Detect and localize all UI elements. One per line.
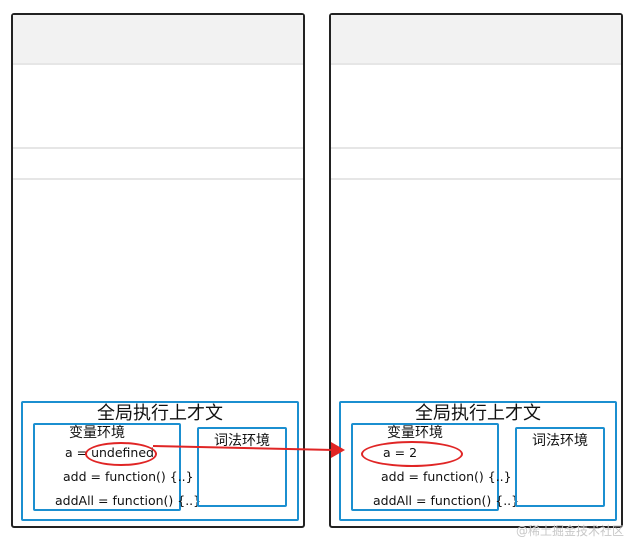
lexical-environment-title: 词法环境 (214, 433, 270, 449)
watermark: @稀土掘金技术社区 (515, 524, 624, 538)
context-title: 全局执行上才文 (97, 403, 223, 424)
variable-environment: 变量环境 a = 2 add = function() {..} addAll … (351, 423, 519, 511)
stack-top-band (331, 15, 621, 65)
lexical-environment: 词法环境 (197, 427, 287, 507)
highlight-oval (85, 442, 157, 466)
var-add: add = function() {..} (63, 469, 194, 484)
call-stack-before: 全局执行上才文 变量环境 a = undefined add = functio… (11, 13, 305, 528)
var-addAll: addAll = function() {..} (55, 493, 202, 508)
call-stack-after: 全局执行上才文 变量环境 a = 2 add = function() {..}… (329, 13, 623, 528)
variable-environment-title: 变量环境 (387, 425, 443, 441)
var-addAll: addAll = function() {..} (373, 493, 520, 508)
global-execution-context: 全局执行上才文 变量环境 a = 2 add = function() {..}… (339, 401, 617, 521)
variable-environment: 变量环境 a = undefined add = function() {..}… (33, 423, 201, 511)
stack-divider (331, 178, 621, 180)
context-title: 全局执行上才文 (415, 403, 541, 424)
stack-divider (331, 147, 621, 149)
arrow-line (152, 445, 335, 451)
highlight-oval (361, 441, 463, 467)
stack-divider (13, 147, 303, 149)
stack-divider (13, 178, 303, 180)
lexical-environment: 词法环境 (515, 427, 605, 507)
stack-top-band (13, 15, 303, 65)
var-add: add = function() {..} (381, 469, 512, 484)
global-execution-context: 全局执行上才文 变量环境 a = undefined add = functio… (21, 401, 299, 521)
arrow-head-icon (331, 442, 345, 458)
variable-environment-title: 变量环境 (69, 425, 125, 441)
lexical-environment-title: 词法环境 (532, 433, 588, 449)
